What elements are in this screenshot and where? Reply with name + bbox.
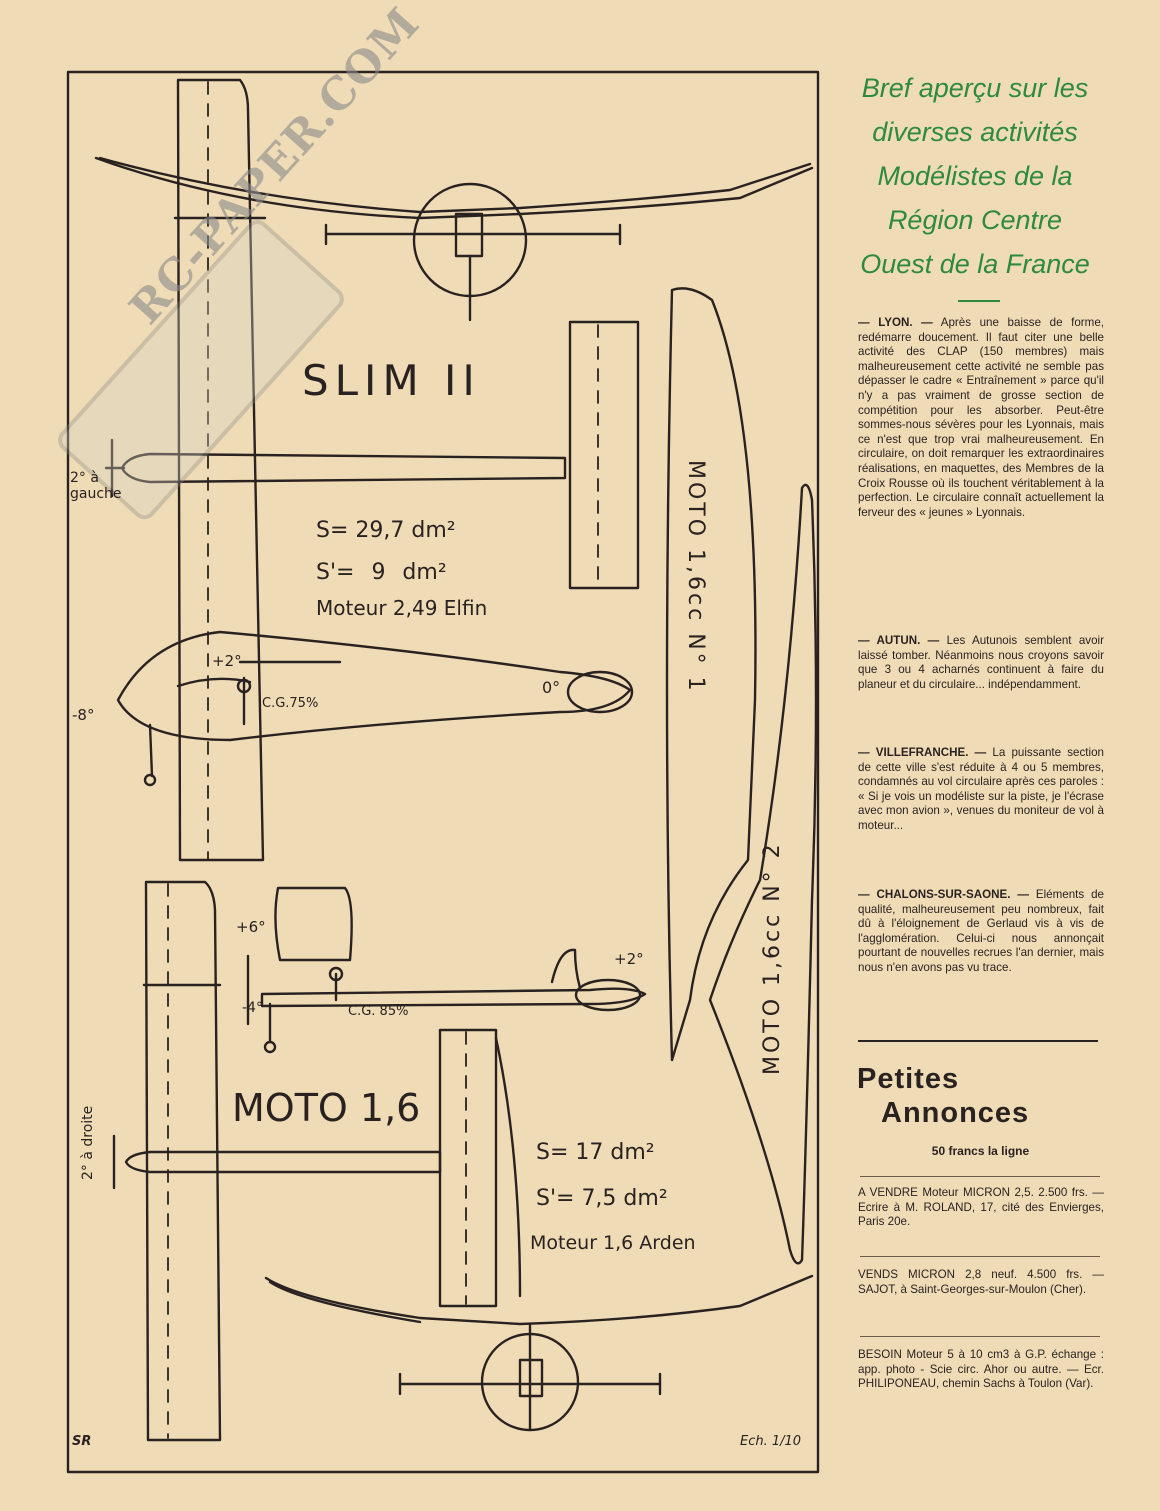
ads-top-rule [858, 1040, 1098, 1042]
slim-engine-direction: 2° à gauche [70, 470, 122, 502]
slim-wing-top-view [176, 78, 265, 862]
rib-1-outline [665, 287, 757, 1062]
slim-title: SLIM II [302, 356, 481, 405]
moto-fuselage [124, 1150, 442, 1174]
ad-item-2: VENDS MICRON 2,8 neuf. 4.500 frs. — SAJO… [858, 1268, 1104, 1296]
news-chalons: — CHALONS-SUR-SAONE. — Eléments de quali… [858, 888, 1104, 974]
slim-wing-surface: S= 29,7 dm² [316, 518, 456, 543]
scale-label: Ech. 1/10 [740, 1434, 802, 1449]
headline-line-1: Bref aperçu sur les [861, 73, 1089, 103]
slim-thrust-angle: -8° [72, 706, 95, 724]
headline-line-5: Ouest de la France [860, 249, 1090, 279]
moto-wing-top-view [144, 880, 222, 1442]
moto-wing-incidence: +6° [236, 918, 266, 936]
ad-item-1: A VENDRE Moteur MICRON 2,5. 2.500 frs. —… [858, 1186, 1104, 1229]
headline-line-3: Modélistes de la [877, 161, 1073, 191]
classifieds-price: 50 francs la ligne [931, 1144, 1030, 1158]
moto-thrust-angle: -4° [242, 1000, 263, 1016]
slim-fuselage [120, 452, 567, 484]
slim-engine: Moteur 2,49 Elfin [316, 596, 488, 620]
slim-side-profile [116, 630, 632, 742]
slim-tail-surface: S'= 9 dm² [316, 560, 447, 585]
signature: SR [72, 1434, 92, 1449]
rib-2-label: MOTO 1,6cc N° 2 [760, 841, 785, 1075]
moto-stab [438, 1028, 498, 1308]
ad-divider [860, 1336, 1100, 1337]
rib-1-label: MOTO 1,6cc N° 1 [683, 460, 708, 694]
moto-cg: C.G. 85% [348, 1004, 409, 1019]
moto-front-view [264, 1274, 814, 1326]
moto-engine-direction: 2° à droite [80, 1105, 96, 1180]
news-lyon: — LYON. — Après une baisse de forme, red… [858, 316, 1104, 519]
headline-line-4: Région Centre [887, 205, 1063, 235]
slim-stab [568, 320, 640, 590]
classifieds-title: Petites Annonces [857, 1063, 1030, 1129]
moto-title: MOTO 1,6 [232, 1086, 421, 1130]
moto-wing-surface: S= 17 dm² [536, 1140, 655, 1165]
news-villefranche: — VILLEFRANCHE. — La puissante section d… [858, 746, 1104, 832]
headline-line-2: diverses activités [872, 117, 1078, 147]
headline-divider [958, 300, 1000, 302]
slim-stab-incidence: +2° [212, 652, 242, 670]
slim-front-view [94, 156, 814, 220]
article-headline: Bref aperçu sur les diverses activités M… [830, 66, 1120, 286]
rc-paper-watermark [58, 220, 344, 520]
rib-2-outline [708, 483, 818, 1265]
moto-stab-incidence: +2° [614, 950, 644, 968]
ad-item-3: BESOIN Moteur 5 à 10 cm3 à G.P. échange … [858, 1348, 1104, 1391]
news-autun: — AUTUN. — Les Autunois semblent avoir l… [858, 634, 1104, 691]
slim-cg: C.G.75% [262, 696, 319, 711]
slim-wing-incidence: 0° [542, 678, 561, 697]
ad-divider [860, 1256, 1100, 1257]
moto-engine: Moteur 1,6 Arden [530, 1232, 696, 1254]
moto-side-profile [260, 987, 647, 1008]
ad-divider [860, 1176, 1100, 1177]
plan-frame [66, 70, 820, 1474]
moto-tail-surface: S'= 7,5 dm² [536, 1186, 668, 1211]
